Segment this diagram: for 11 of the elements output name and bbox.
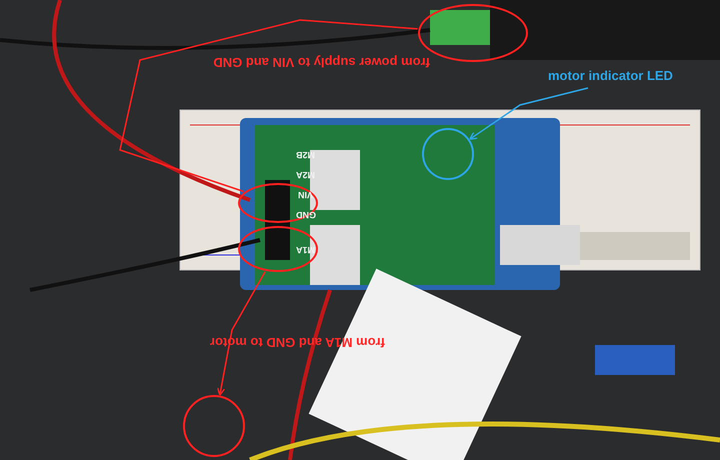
callout-circle (183, 395, 245, 457)
callout-circle (238, 226, 318, 272)
annotation-text: from M1A and GND to motor (175, 330, 385, 350)
callout-circle (422, 128, 474, 180)
annotation-text: motor indicator LED (548, 68, 708, 88)
arrow (469, 87, 588, 140)
callout-circle (238, 183, 318, 223)
arrow (216, 271, 266, 396)
pin-label: GND (296, 210, 316, 220)
annotation-text: from power supply to VIN and GND (170, 50, 430, 70)
leader-line (119, 19, 418, 192)
